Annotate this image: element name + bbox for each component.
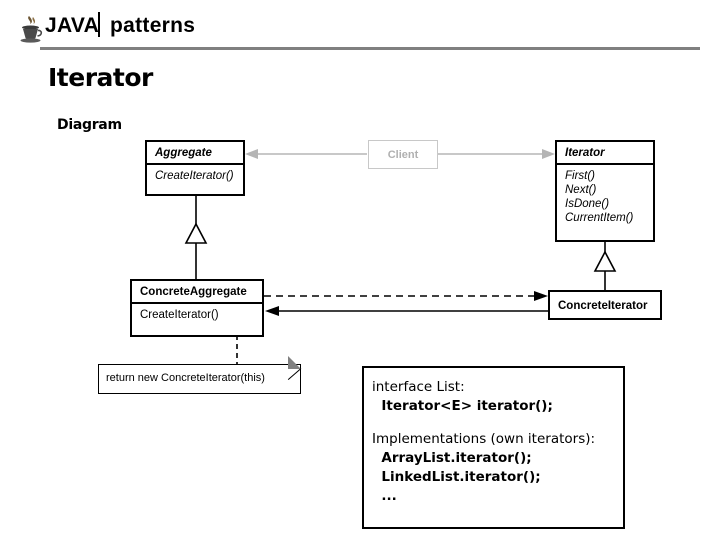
uml-note[interactable]: return new ConcreteIterator(this) [98,356,302,394]
slide-header: JAVA patterns [0,0,720,52]
uml-operations: CreateIterator() [132,304,262,327]
connector-generalization-aggregate [184,196,208,279]
uml-class-concrete-iterator[interactable]: ConcreteIterator [548,290,662,320]
section-title: Diagram [57,117,122,133]
java-coffee-cup-icon [20,16,43,43]
uml-class-concrete-aggregate[interactable]: ConcreteAggregate CreateIterator() [130,279,264,337]
code-line: Implementations (own iterators): [372,431,596,447]
uml-operation: Next() [565,184,597,196]
brand-separator [98,12,100,37]
brand-patterns-label: patterns [110,14,196,37]
uml-divider [557,163,653,165]
code-line: interface List: [372,379,465,395]
uml-divider [147,163,243,165]
uml-class-title: Iterator [565,147,605,159]
uml-class-client[interactable]: Client [368,140,438,169]
code-line: ArrayList.iterator(); [372,450,532,466]
uml-note-text: return new ConcreteIterator(this) [106,372,265,384]
uml-class-title: ConcreteAggregate [140,286,247,298]
uml-operation: CreateIterator() [155,170,234,182]
connector-client-to-iterator [438,149,555,159]
uml-class-title: Aggregate [155,147,212,159]
uml-class-title: ConcreteIterator [558,299,648,312]
code-spacer [372,416,623,430]
uml-operation: CurrentItem() [565,212,634,224]
uml-operation: CreateIterator() [140,309,219,321]
connector-client-to-aggregate [245,149,367,159]
brand-java-label: JAVA [45,14,100,37]
uml-operations: CreateIterator() [147,165,243,188]
uml-operation: First() [565,170,596,182]
uml-class-aggregate[interactable]: Aggregate CreateIterator() [145,140,245,196]
connector-dependency-dashed [264,291,548,301]
note-fold-edge [287,368,302,381]
uml-class-title: Client [387,148,419,161]
code-line: ... [372,488,397,504]
uml-class-iterator[interactable]: Iterator First() Next() IsDone() Current… [555,140,655,242]
page-title: Iterator [48,63,153,92]
uml-divider [132,302,262,304]
code-line: Iterator<E> iterator(); [372,398,553,414]
uml-operation: IsDone() [565,198,610,210]
code-line: LinkedList.iterator(); [372,469,541,485]
uml-operations: First() Next() IsDone() CurrentItem() [557,165,653,230]
header-divider-rule [40,47,700,50]
note-fold-corner-icon [288,356,301,369]
connector-generalization-iterator [593,242,617,290]
code-explanation-panel: interface List: Iterator<E> iterator(); … [362,366,625,529]
